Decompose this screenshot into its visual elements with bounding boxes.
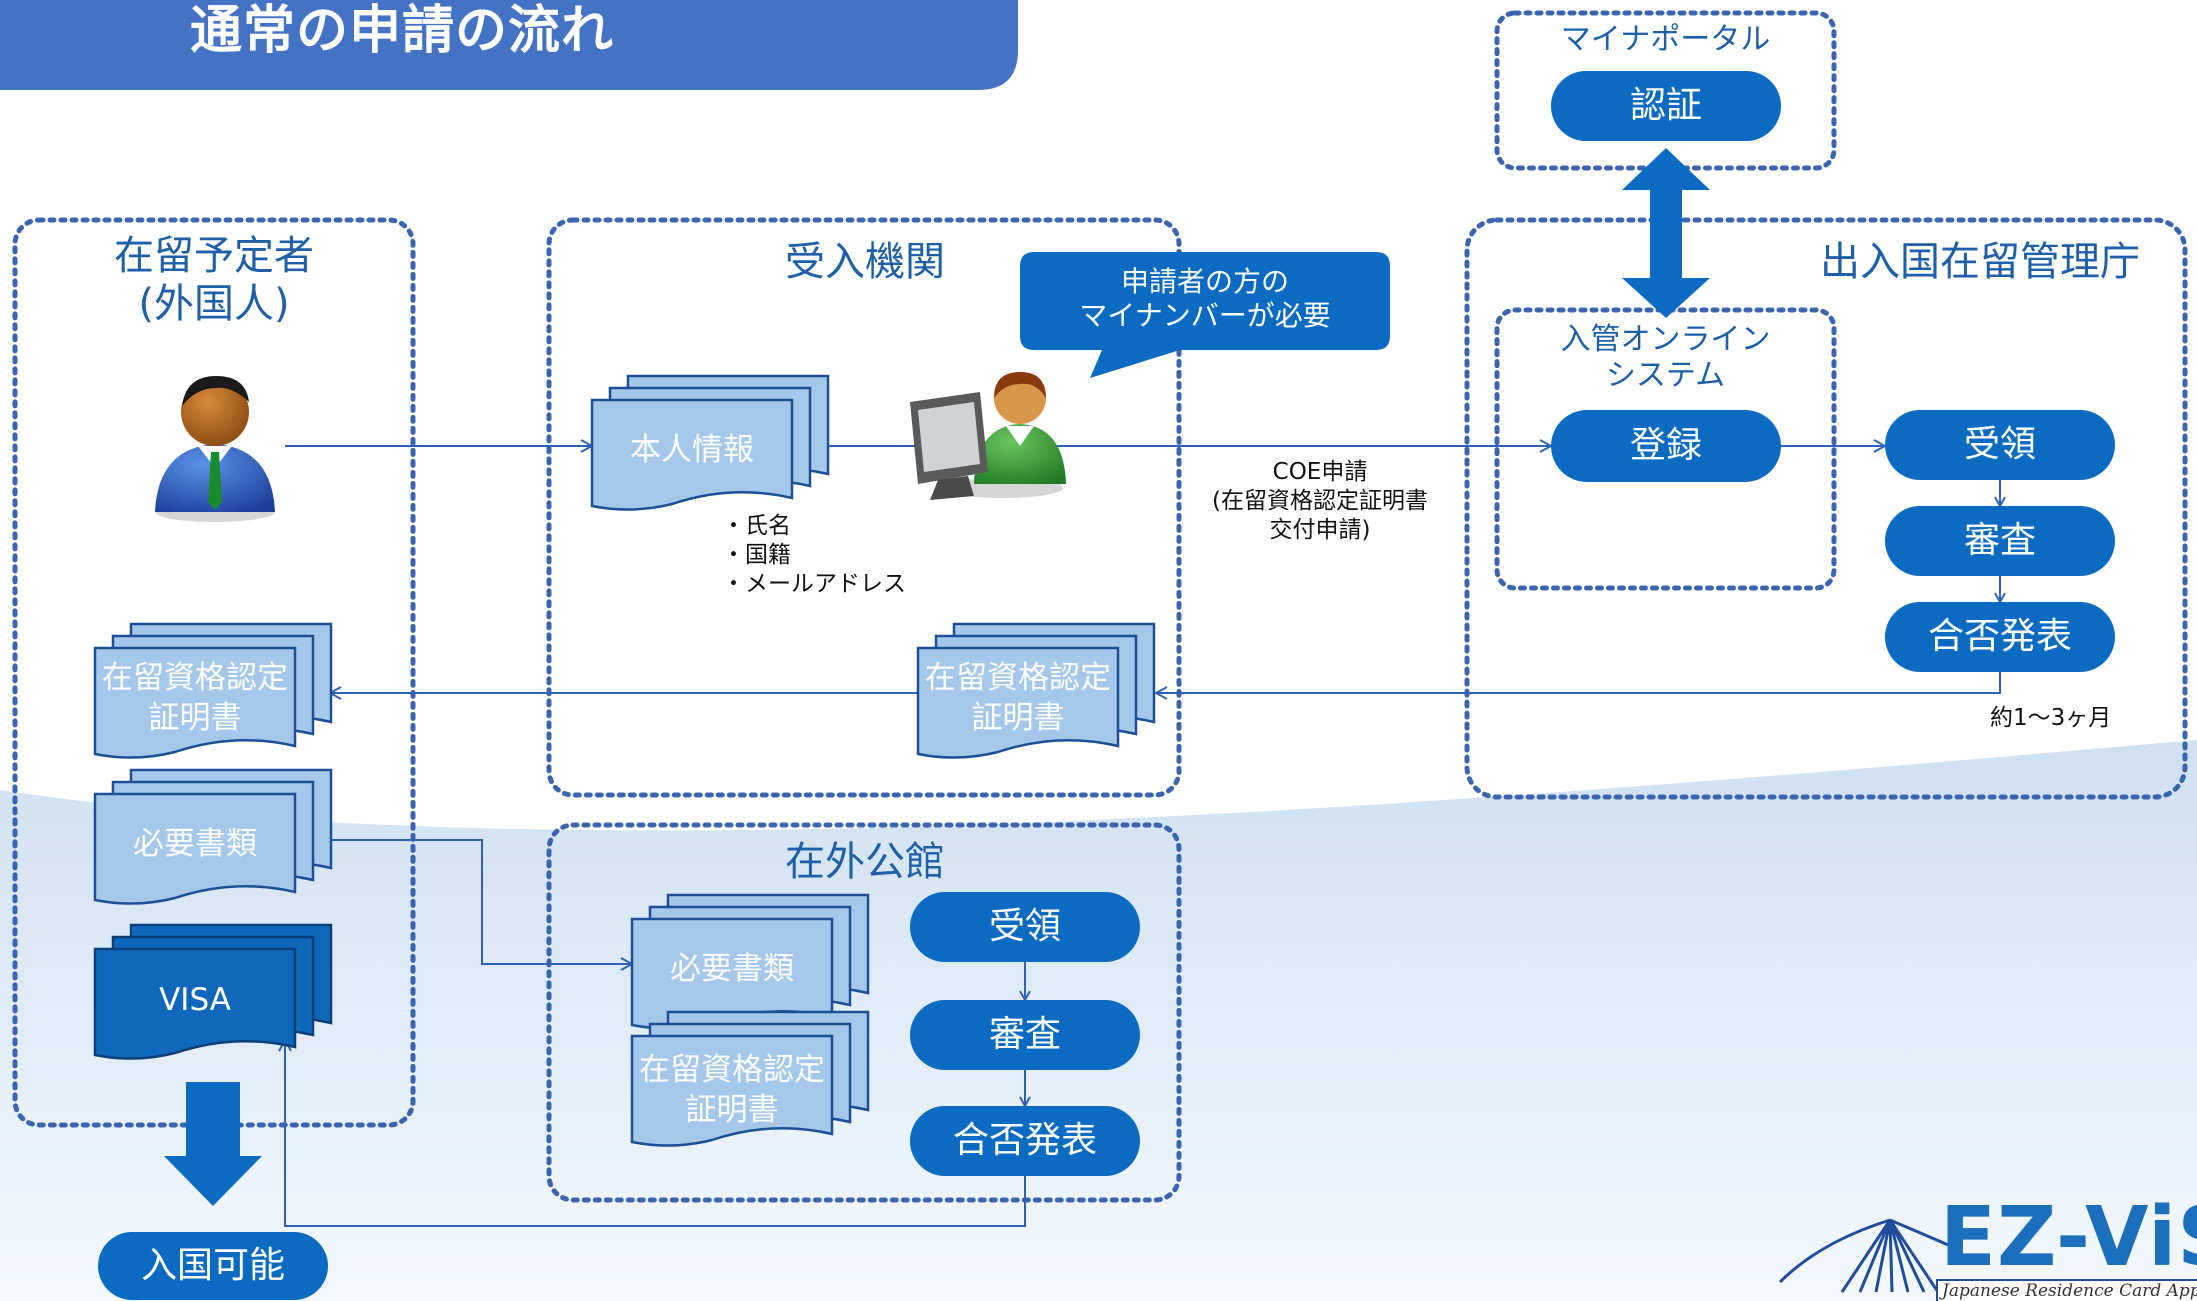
embassy-review-pill	[910, 1000, 1140, 1070]
embassy-coe-line2: 証明書	[685, 1092, 779, 1128]
info-item-nationality: ・国籍	[722, 542, 791, 568]
portal-group-title: マイナポータル	[1560, 22, 1771, 57]
arrow-result-to-host-coe	[1156, 670, 2001, 693]
page-title: 通常の申請の流れ	[190, 1, 615, 61]
double-arrow	[1622, 148, 1710, 318]
applicant-required-docs-label: 必要書類	[133, 826, 257, 862]
embassy-coe-line1: 在留資格認定	[639, 1052, 825, 1088]
embassy-coe-doc-icon	[630, 1010, 870, 1147]
online-system-group-box	[1494, 307, 1837, 591]
info-item-email: ・メールアドレス	[722, 571, 906, 597]
applicant-title-line1: 在留予定者	[114, 233, 314, 279]
callout-line2: マイナンバーが必要	[1079, 299, 1331, 332]
ez-visa-logo-text: EZ-ViSA	[1940, 1190, 2197, 1285]
logo-tagline-box	[1936, 1279, 2197, 1301]
agency-group-box	[1464, 217, 2188, 800]
host-group-box	[546, 217, 1182, 798]
auth-label: 認証	[1629, 85, 1702, 126]
auth-pill	[1551, 71, 1781, 141]
personal-info-list: ・氏名 ・国籍 ・メールアドレス	[722, 512, 906, 599]
coe-note-line2: (在留資格認定証明書	[1212, 488, 1428, 514]
applicant-title-line2: (外国人)	[138, 281, 290, 327]
info-item-name: ・氏名	[722, 513, 791, 539]
host-coe-line2: 証明書	[971, 700, 1065, 736]
register-pill	[1551, 410, 1781, 482]
host-coe-line1: 在留資格認定	[925, 660, 1111, 696]
agency-review-pill	[1885, 506, 2115, 576]
title-bar	[0, 0, 1018, 90]
host-coe-doc-label: 在留資格認定 証明書	[918, 658, 1118, 738]
agency-receive-pill	[1885, 410, 2115, 480]
visa-doc-icon	[93, 923, 333, 1060]
applicant-group-title: 在留予定者 (外国人)	[15, 232, 413, 328]
agency-receive-label: 受領	[1963, 424, 2036, 465]
arrow-result-to-visa	[285, 1040, 1026, 1227]
applicant-coe-doc-label: 在留資格認定 証明書	[95, 658, 295, 738]
applicant-coe-line1: 在留資格認定	[102, 660, 288, 696]
personal-info-doc-label: 本人情報	[630, 432, 754, 468]
ez-visa-logo-tagline: Japanese Residence Card Appl	[1942, 1281, 2197, 1301]
entry-label: 入国可能	[140, 1245, 285, 1286]
agency-result-pill	[1885, 602, 2115, 672]
agency-group-title: 出入国在留管理庁	[1820, 239, 2140, 285]
host-coe-doc-icon	[916, 622, 1156, 759]
embassy-result-pill	[910, 1106, 1140, 1176]
coe-note-line1: COE申請	[1272, 459, 1368, 485]
agency-review-label: 審査	[1963, 520, 2036, 561]
register-label: 登録	[1629, 425, 1702, 466]
host-group-title: 受入機関	[785, 239, 945, 285]
online-title-line2: システム	[1605, 358, 1726, 393]
online-system-group-title: 入管オンライン システム	[1497, 322, 1834, 394]
embassy-receive-pill	[910, 892, 1140, 962]
visa-doc-label: VISA	[159, 982, 231, 1018]
ez-visa-logo-emblem	[1778, 1218, 1961, 1293]
applicant-person-icon	[155, 376, 275, 522]
personal-info-doc-icon	[590, 374, 830, 511]
applicant-required-docs-icon	[93, 768, 333, 905]
coe-application-note: COE申請 (在留資格認定証明書 交付申請)	[1180, 458, 1460, 545]
callout-bubble	[1020, 252, 1390, 378]
applicant-coe-line2: 証明書	[148, 700, 242, 736]
embassy-group-title: 在外公館	[785, 839, 945, 885]
staff-computer-icon	[910, 372, 1066, 500]
entry-down-arrow	[164, 1082, 262, 1206]
arrow-docs-to-embassy	[330, 839, 632, 964]
embassy-receive-label: 受領	[988, 906, 1061, 947]
agency-result-label: 合否発表	[1927, 616, 2072, 657]
callout-line1: 申請者の方の	[1120, 265, 1289, 298]
duration-note: 約1～3ヶ月	[1990, 705, 2112, 731]
embassy-result-label: 合否発表	[952, 1120, 1097, 1161]
embassy-group-box	[546, 822, 1182, 1203]
applicant-coe-doc-icon	[93, 622, 333, 759]
online-title-line1: 入管オンライン	[1560, 322, 1771, 357]
coe-note-line3: 交付申請)	[1269, 517, 1371, 543]
callout-text: 申請者の方の マイナンバーが必要	[1020, 265, 1390, 333]
embassy-coe-doc-label: 在留資格認定 証明書	[632, 1050, 832, 1130]
embassy-review-label: 審査	[988, 1014, 1061, 1055]
entry-pill	[98, 1232, 328, 1300]
embassy-required-docs-icon	[630, 893, 870, 1030]
embassy-required-docs-label: 必要書類	[670, 951, 794, 987]
